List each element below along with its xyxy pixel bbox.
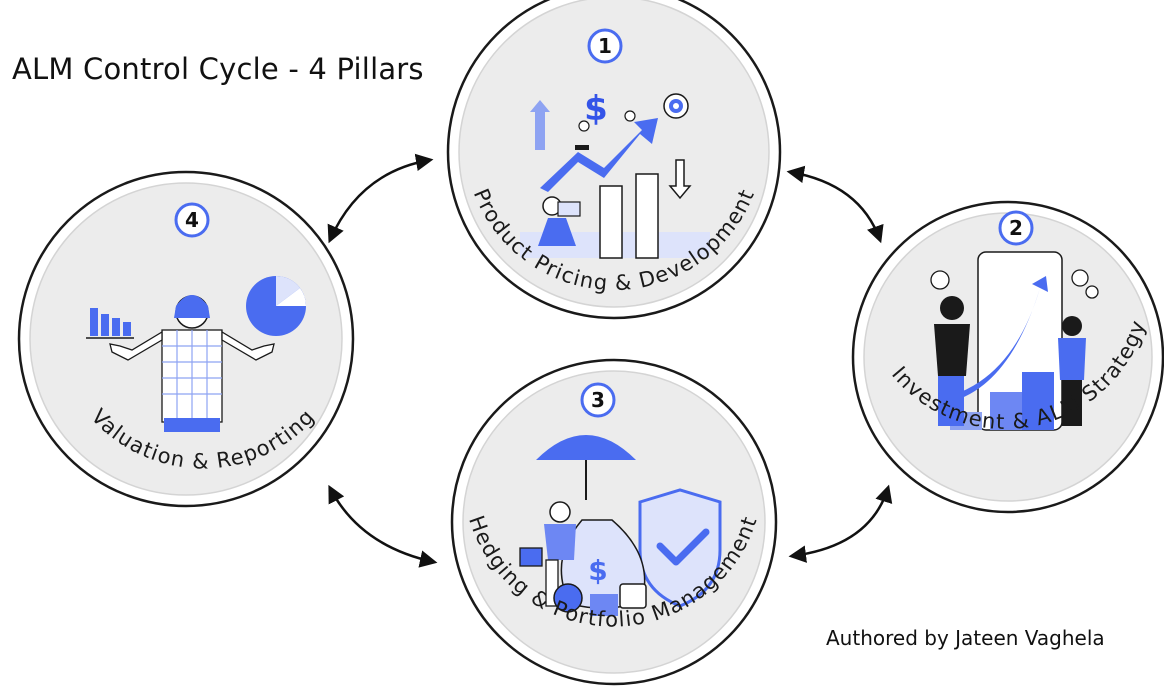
money-bag-dollar-icon: $ bbox=[588, 554, 607, 587]
pillar-1-number: 1 bbox=[598, 34, 612, 58]
pillar-2-number: 2 bbox=[1009, 216, 1023, 240]
pillar-2-investment: 2 Investment & ALM Strategy bbox=[851, 200, 1164, 514]
number-badge-1 bbox=[587, 28, 623, 64]
number-badge-3 bbox=[580, 382, 616, 418]
number-badge-4 bbox=[174, 202, 210, 238]
pillar-4-number: 4 bbox=[185, 208, 199, 232]
arrow-1-to-2 bbox=[786, 165, 884, 244]
pillar-1-product-pricing: $ 1 Product Pricing & Development bbox=[446, 0, 782, 320]
arrow-3-to-4 bbox=[328, 484, 438, 568]
number-badge-2 bbox=[998, 210, 1034, 246]
author-credit: Authored by Jateen Vaghela bbox=[826, 626, 1105, 650]
arrow-2-to-3 bbox=[788, 484, 893, 563]
investment-strategy-illustration bbox=[930, 251, 1099, 431]
pillar-4-valuation: 4 Valuation & Reporting bbox=[17, 170, 355, 508]
arrow-4-to-1 bbox=[327, 153, 434, 244]
pillar-3-hedging: $ 3 Hedging & Portfolio Management bbox=[450, 358, 778, 686]
hedging-illustration: $ bbox=[519, 435, 722, 616]
product-pricing-illustration: $ bbox=[520, 89, 710, 259]
pillar-3-number: 3 bbox=[591, 388, 605, 412]
valuation-illustration bbox=[86, 276, 306, 432]
dollar-sign-icon: $ bbox=[584, 89, 608, 129]
diagram-title: ALM Control Cycle - 4 Pillars bbox=[12, 52, 424, 86]
